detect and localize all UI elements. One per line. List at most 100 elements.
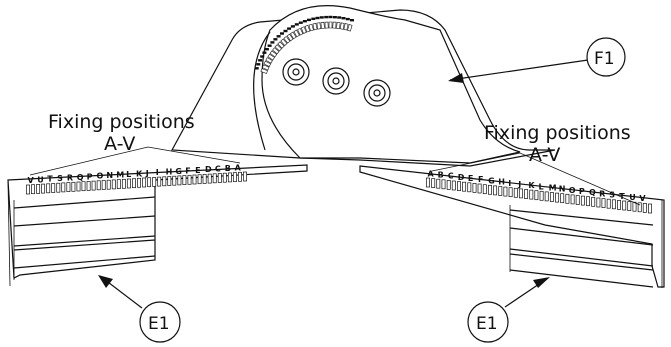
hole-1 <box>282 58 310 86</box>
scale-tick <box>147 177 152 188</box>
scale-letter: K <box>528 181 535 190</box>
scale-letter: R <box>599 189 605 198</box>
scale-tick <box>570 194 575 205</box>
scale-tick <box>524 189 529 199</box>
scale-tick <box>426 177 430 188</box>
scale-letter: F <box>185 166 190 175</box>
scale-tick <box>137 177 141 188</box>
callout-e1-left: E1 <box>98 275 181 343</box>
scale-tick <box>477 183 482 194</box>
scale-tick <box>580 195 585 206</box>
scale-tick <box>472 183 477 193</box>
scale-tick <box>518 188 523 199</box>
scale-tick <box>513 187 518 198</box>
scale-tick <box>232 172 237 182</box>
scale-tick <box>192 174 197 185</box>
rotary-mark <box>345 17 350 21</box>
scale-tick <box>157 176 162 187</box>
scale-tick <box>503 186 508 197</box>
rotary-mark <box>307 18 311 22</box>
scale-letter: H <box>498 178 505 187</box>
hole-2 <box>322 67 350 95</box>
rotary-tick <box>324 21 329 29</box>
scale-letter: H <box>166 168 173 177</box>
scale-tick <box>96 180 101 191</box>
rotary-tick <box>269 50 278 58</box>
scale-letter: L <box>539 182 544 191</box>
rotary-mark <box>273 38 278 41</box>
rotary-mark <box>256 63 261 66</box>
scale-tick <box>197 174 202 185</box>
scale-tick <box>446 180 451 190</box>
rotary-tick <box>320 21 325 29</box>
scale-letter: D <box>205 165 212 174</box>
callout-e1-left-text: E1 <box>148 314 170 334</box>
scale-letter: U <box>629 193 636 202</box>
rotary-mark <box>337 16 342 19</box>
scale-tick <box>116 179 121 189</box>
scale-tick <box>106 179 111 190</box>
fixing-right-line1: Fixing positions <box>484 122 631 144</box>
scale-letter: I <box>156 168 159 177</box>
scale-letter: S <box>57 174 63 183</box>
scale-tick <box>132 178 136 189</box>
rotary-tick <box>261 64 270 71</box>
scale-tick <box>207 173 212 184</box>
scale-tick <box>591 196 596 207</box>
rotary-mark <box>260 55 265 58</box>
scale-letter: A <box>428 169 435 178</box>
rotary-tick <box>263 60 272 67</box>
scale-tick <box>457 181 461 191</box>
rotary-mark <box>262 51 267 54</box>
scale-tick <box>617 200 621 210</box>
rotary-mark <box>319 16 324 19</box>
scale-tick <box>243 171 247 182</box>
scale-tick <box>462 181 467 192</box>
scale-tick <box>51 183 56 193</box>
rotary-tick <box>343 23 349 31</box>
scale-letter: P <box>579 187 585 196</box>
scale-tick <box>86 181 91 191</box>
scale-letter: F <box>478 175 483 184</box>
scale-letter: M <box>116 171 124 180</box>
right-arm <box>359 165 665 288</box>
scale-letter: L <box>126 170 131 179</box>
scale-letter: V <box>28 176 35 185</box>
rotary-mark <box>287 27 292 30</box>
scale-tick <box>436 178 441 189</box>
fixing-positions-right-label: Fixing positions A-V <box>431 122 641 206</box>
scale-letter: J <box>145 169 149 178</box>
scale-tick <box>622 200 627 211</box>
scale-tick <box>534 190 539 201</box>
scale-tick <box>61 182 66 193</box>
rotary-mark <box>302 20 307 23</box>
rotary-tick <box>312 22 318 31</box>
scale-letter: T <box>47 175 53 184</box>
rotary-mark <box>276 35 281 38</box>
rotary-mark <box>283 29 288 33</box>
scale-tick <box>36 184 41 194</box>
scale-tick <box>187 174 192 185</box>
rotary-tick <box>272 47 280 55</box>
scale-letter: S <box>609 191 615 200</box>
scale-tick <box>441 179 446 190</box>
scale-letter: E <box>468 174 473 183</box>
scale-letter: N <box>106 171 113 180</box>
callout-f1-text: F1 <box>594 49 615 69</box>
scale-tick <box>601 198 606 208</box>
rotary-tick <box>290 31 297 40</box>
rotary-mark <box>270 41 275 44</box>
rotary-mark <box>290 25 295 28</box>
rotary-tick <box>347 24 353 32</box>
fixing-holes <box>282 58 391 107</box>
rotary-tick <box>297 27 304 36</box>
scale-tick <box>238 171 242 182</box>
scale-tick <box>212 173 217 184</box>
rotary-tick <box>280 38 288 46</box>
scale-tick <box>56 182 61 193</box>
scale-letter: B <box>438 171 444 180</box>
scale-tick <box>76 181 81 192</box>
scale-tick <box>632 201 637 212</box>
scale-tick <box>451 180 456 191</box>
